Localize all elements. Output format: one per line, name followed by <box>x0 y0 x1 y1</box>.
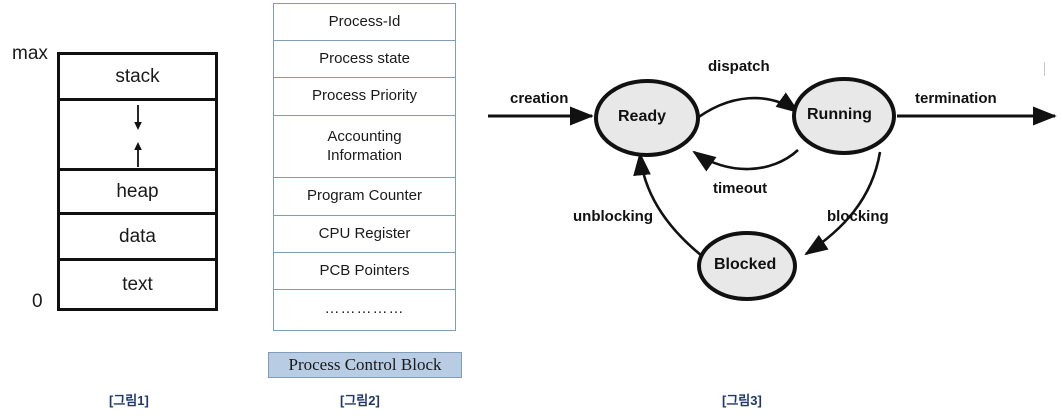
memory-segment-free-space <box>60 101 215 171</box>
transition-termination-label: termination <box>915 90 997 107</box>
pcb-row: CPU Register <box>274 216 455 253</box>
transition-blocking-arrow <box>804 151 882 256</box>
figure1-caption: [그림1] <box>109 393 149 408</box>
stray-tick-mark <box>1044 62 1045 76</box>
state-node-blocked <box>697 231 797 301</box>
memory-zero-label: 0 <box>32 291 43 312</box>
transition-dispatch-arrow <box>691 92 800 124</box>
memory-layout-box: stack heap data text <box>57 52 218 311</box>
transition-unblocking-label: unblocking <box>573 208 653 225</box>
memory-segment-data-label: data <box>119 225 156 247</box>
transition-blocking-label: blocking <box>827 208 889 225</box>
memory-segment-heap-label: heap <box>116 180 159 202</box>
pcb-row: Process state <box>274 41 455 78</box>
pcb-row-label: Process state <box>319 49 410 67</box>
pcb-title-label: Process Control Block <box>288 355 442 374</box>
memory-segment-heap: heap <box>60 171 215 215</box>
state-node-blocked-label: Blocked <box>714 256 777 273</box>
transition-timeout-label: timeout <box>713 180 768 197</box>
pcb-row-label: PCB Pointers <box>319 261 410 279</box>
pcb-row: Process Priority <box>274 78 455 116</box>
state-node-running <box>792 77 896 155</box>
pcb-row-label: Program Counter <box>306 187 423 205</box>
transition-unblocking-arrow <box>633 151 703 258</box>
memory-segment-text-label: text <box>122 273 153 295</box>
state-node-ready-label: Ready <box>618 108 667 125</box>
transition-creation-label: creation <box>510 90 569 107</box>
pcb-row: Process-Id <box>274 4 455 41</box>
transition-dispatch-label: dispatch <box>708 58 770 75</box>
figure2-caption: [그림2] <box>340 393 380 408</box>
memory-max-label: max <box>12 43 48 64</box>
memory-segment-stack: stack <box>60 55 215 101</box>
state-diagram-graphics <box>488 77 1057 301</box>
stack-grows-down-arrow-icon <box>133 105 142 130</box>
transition-timeout-arrow <box>692 149 799 172</box>
pcb-row: Program Counter <box>274 178 455 216</box>
pcb-row-label: CPU Register <box>318 224 411 242</box>
pcb-row: Accounting Information <box>274 116 455 178</box>
figure3-process-state-diagram: Ready Running Blocked creation dispatch … <box>480 40 1063 320</box>
memory-segment-text: text <box>60 261 215 308</box>
pcb-row: …………… <box>274 290 455 328</box>
pcb-row-label: Process-Id <box>328 12 401 30</box>
pcb-field-table: Process-Id Process state Process Priorit… <box>273 3 456 331</box>
pcb-title-box: Process Control Block <box>268 352 462 378</box>
figure3-caption: [그림3] <box>722 393 762 408</box>
pcb-row-label: Process Priority <box>311 87 418 105</box>
heap-grows-up-arrow-icon <box>133 142 142 167</box>
memory-segment-data: data <box>60 215 215 261</box>
pcb-row-label: …………… <box>324 299 405 317</box>
state-node-running-label: Running <box>807 106 872 123</box>
pcb-row-label: Accounting Information <box>326 127 403 164</box>
state-node-ready <box>594 79 700 157</box>
memory-segment-stack-label: stack <box>115 65 160 87</box>
pcb-row: PCB Pointers <box>274 253 455 290</box>
